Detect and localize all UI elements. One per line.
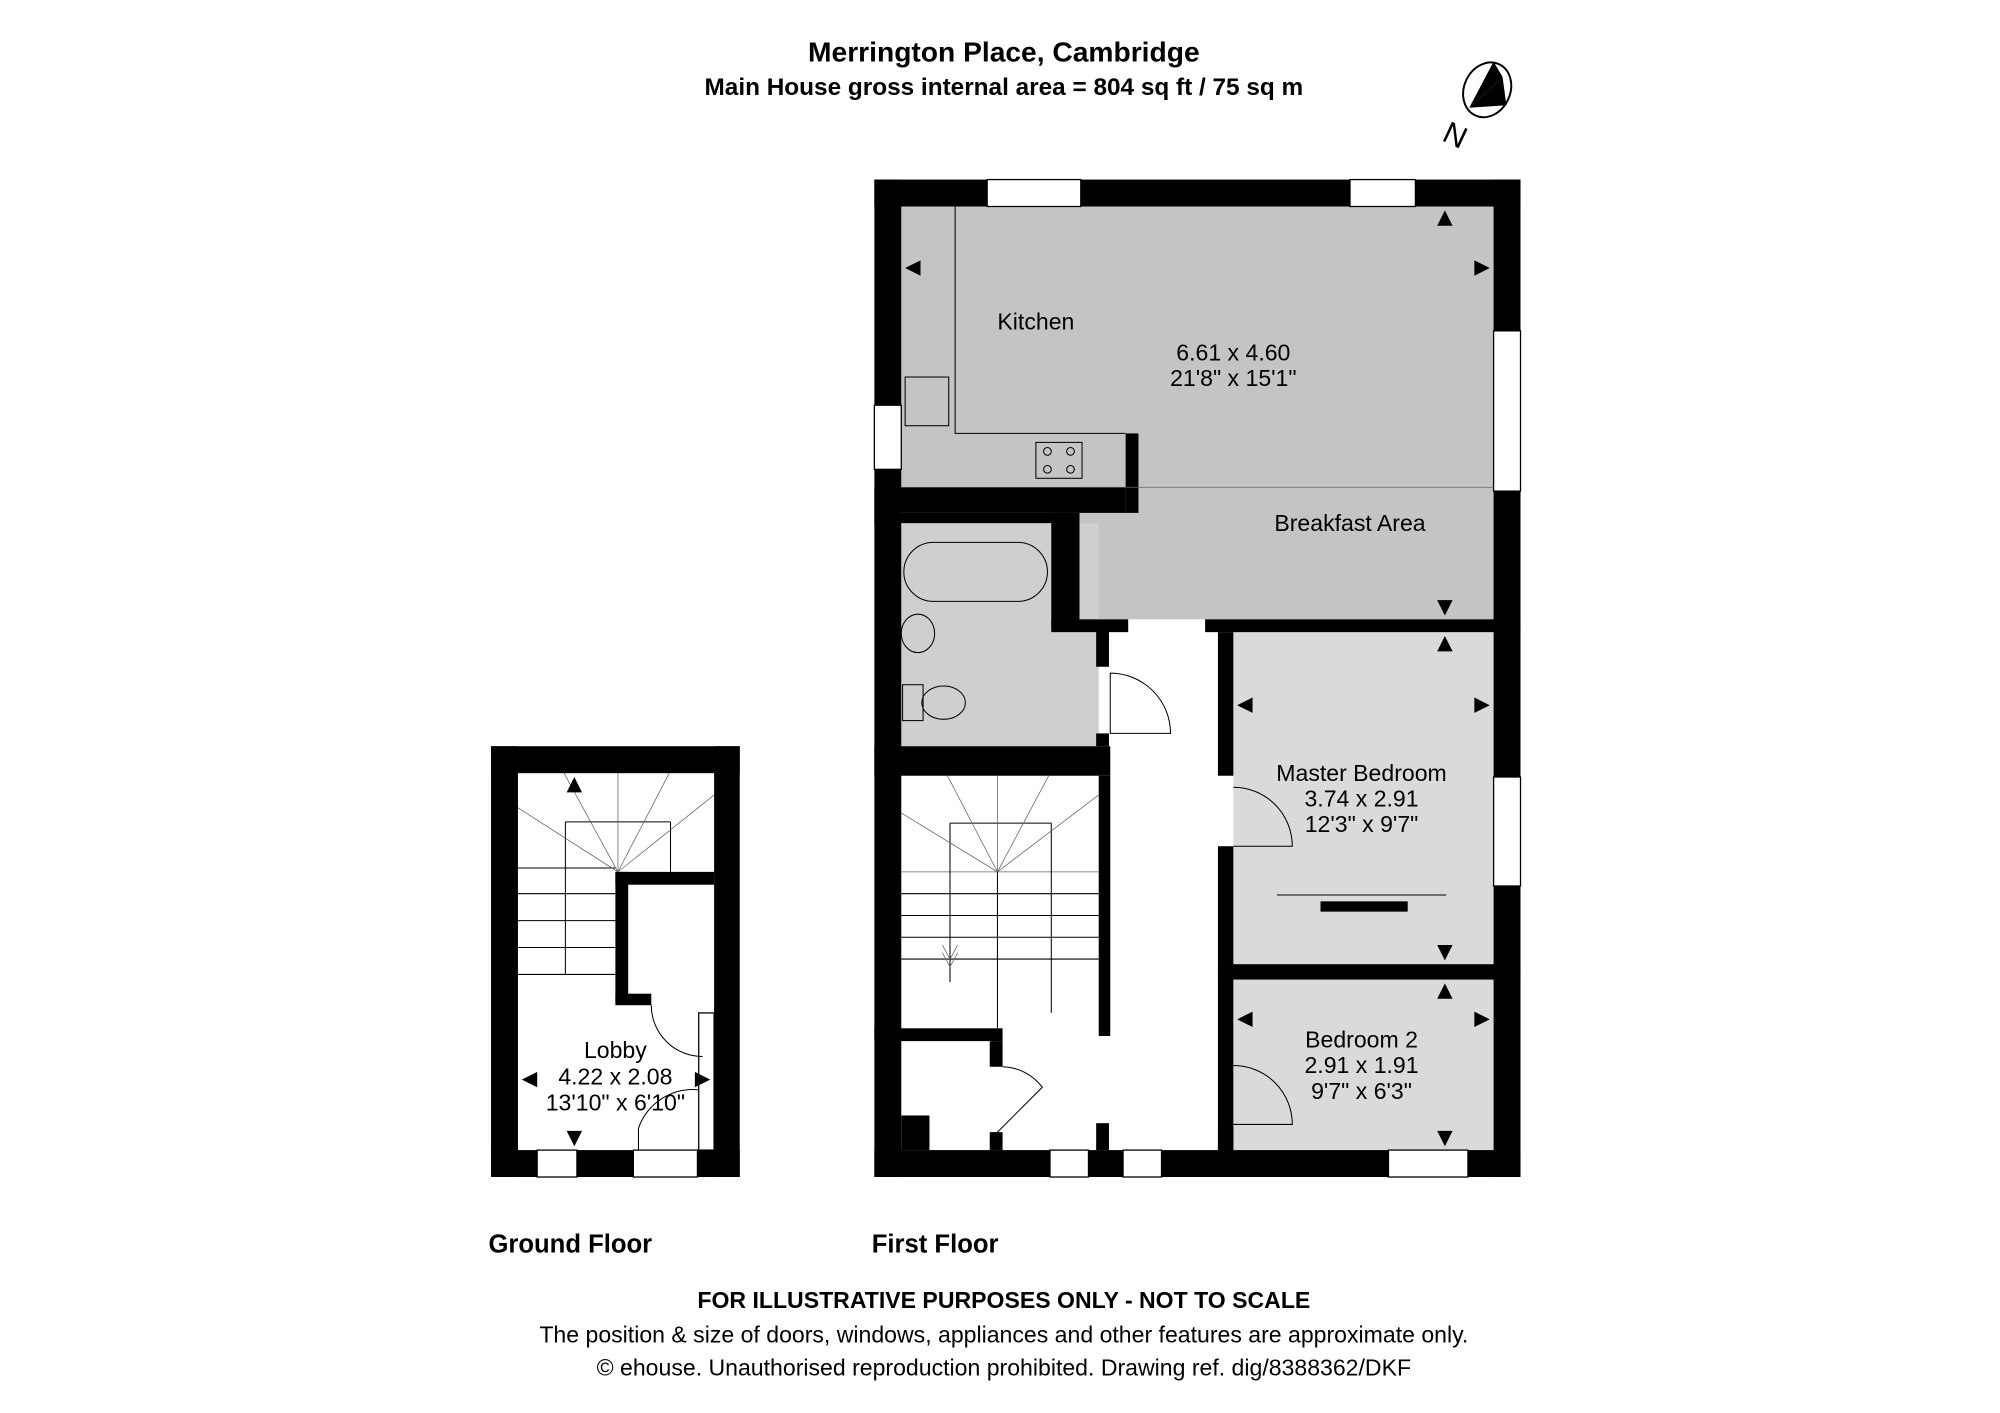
first-floor-label: First Floor xyxy=(872,1231,999,1259)
disclaimer: FOR ILLUSTRATIVE PURPOSES ONLY - NOT TO … xyxy=(697,1287,1310,1313)
window xyxy=(986,178,1082,208)
north-compass-icon: N xyxy=(1438,61,1513,156)
window xyxy=(1387,1149,1469,1178)
footer-note: The position & size of doors, windows, a… xyxy=(539,1321,1468,1347)
breakfast-area-label: Breakfast Area xyxy=(1274,510,1425,536)
basin-icon xyxy=(900,613,936,654)
bedroom-2-label: Bedroom 2 xyxy=(1305,1027,1418,1053)
dimension-arrows xyxy=(905,210,1490,1147)
kitchen-imperial: 21'8" x 15'1" xyxy=(1170,365,1296,391)
compass-north-label: N xyxy=(1438,115,1473,156)
bath-icon xyxy=(903,541,1048,602)
staircase xyxy=(517,772,715,975)
master-bedroom-metric: 3.74 x 2.91 xyxy=(1304,786,1418,812)
master-bedroom-label: Master Bedroom xyxy=(1276,760,1446,786)
staircase xyxy=(901,775,1099,1029)
kitchen-label: Kitchen xyxy=(997,309,1074,335)
window xyxy=(1122,1149,1163,1178)
kitchen-metric: 6.61 x 4.60 xyxy=(1176,339,1290,365)
breakfast-area-room xyxy=(1079,487,1494,620)
lobby-metric: 4.22 x 2.08 xyxy=(558,1064,672,1090)
plan-title: Merrington Place, Cambridge xyxy=(808,36,1200,68)
window xyxy=(1492,330,1522,492)
toilet-icon xyxy=(902,684,924,722)
ground-floor-plan: Lobby 4.22 x 2.08 13'10" x 6'10" xyxy=(491,746,740,1178)
lobby-imperial: 13'10" x 6'10" xyxy=(546,1089,685,1115)
window xyxy=(536,1149,578,1178)
bedroom-2-imperial: 9'7" x 6'3" xyxy=(1311,1078,1412,1104)
copyright: © ehouse. Unauthorised reproduction proh… xyxy=(597,1355,1411,1381)
window xyxy=(632,1149,699,1178)
plan-subtitle: Main House gross internal area = 804 sq … xyxy=(705,74,1304,101)
bedroom-2-metric: 2.91 x 1.91 xyxy=(1304,1052,1418,1078)
kitchen-room xyxy=(901,206,1494,488)
window xyxy=(1492,776,1522,887)
bedroom-2-room xyxy=(1233,979,1494,1151)
hob-icon xyxy=(1035,441,1083,479)
master-bedroom-imperial: 12'3" x 9'7" xyxy=(1305,811,1419,837)
first-floor-plan: Kitchen 6.61 x 4.60 21'8" x 15'1" Breakf… xyxy=(873,178,1522,1178)
lobby-label: Lobby xyxy=(584,1037,647,1063)
sink-icon xyxy=(904,376,950,427)
ground-floor-label: Ground Floor xyxy=(488,1231,652,1259)
window xyxy=(873,404,902,470)
window xyxy=(1049,1149,1090,1178)
window xyxy=(1349,178,1417,208)
